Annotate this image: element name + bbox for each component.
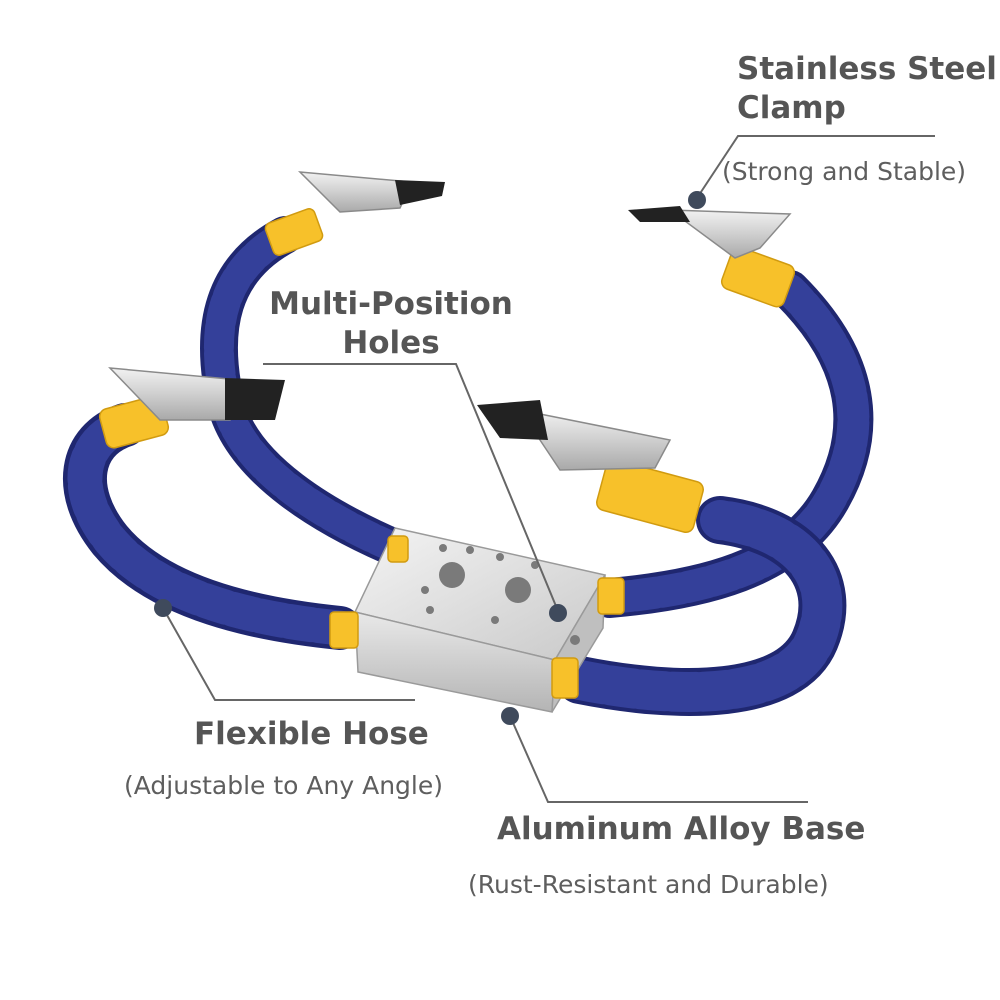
clamp-title: Stainless Steel Clamp xyxy=(737,50,997,128)
base-title: Aluminum Alloy Base xyxy=(497,811,866,847)
clamp-top xyxy=(298,171,445,213)
leader-line-clamp xyxy=(696,135,935,199)
clamp-center-right xyxy=(477,400,672,471)
clamp-left xyxy=(108,367,285,421)
clamp-right xyxy=(628,206,792,259)
aluminum-alloy-base xyxy=(329,527,625,713)
stainless-steel-clamps xyxy=(108,171,792,471)
hose-title: Flexible Hose xyxy=(194,716,429,752)
leader-dots xyxy=(154,191,706,725)
hose-subtitle: (Adjustable to Any Angle) xyxy=(124,771,443,800)
base-subtitle: (Rust-Resistant and Durable) xyxy=(468,870,829,899)
leader-line-base xyxy=(509,715,808,803)
clamp-title-line2: Clamp xyxy=(737,90,846,126)
clamp-subtitle: (Strong and Stable) xyxy=(722,157,967,186)
leader-line-hose xyxy=(162,607,415,701)
leader-dot-holes xyxy=(549,604,567,622)
leader-line-holes xyxy=(263,363,559,612)
holes-title-line1: Multi-Position xyxy=(269,286,513,322)
flexible-hose-arms xyxy=(63,216,874,716)
leader-dot-clamp xyxy=(688,191,706,209)
multi-position-holes xyxy=(421,544,580,645)
leader-dot-base xyxy=(501,707,519,725)
holes-title-line2: Holes xyxy=(342,325,440,361)
leader-dot-hose xyxy=(154,599,172,617)
leader-lines xyxy=(162,135,935,803)
holes-title: Multi-Position Holes xyxy=(266,285,516,363)
clamp-title-line1: Stainless Steel xyxy=(737,51,997,87)
